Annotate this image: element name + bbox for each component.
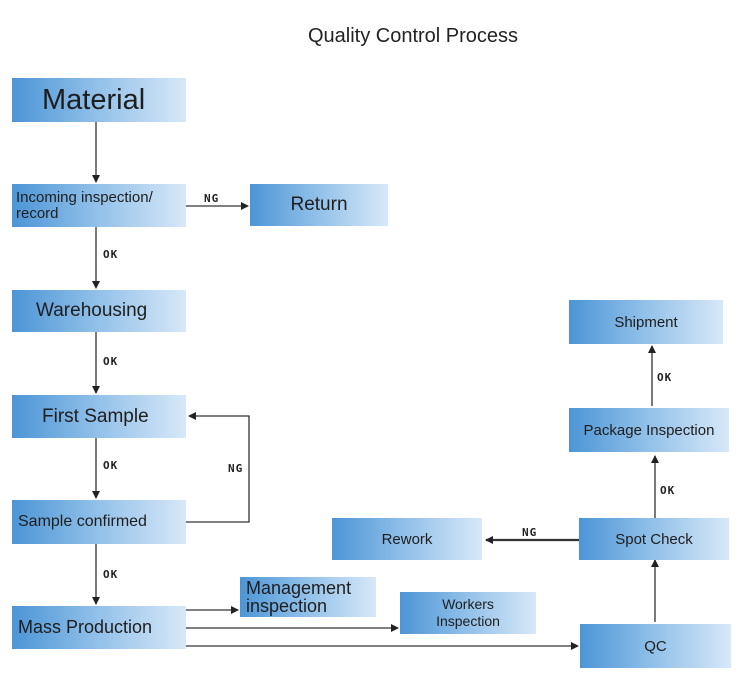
node-spot-check-label: Spot Check xyxy=(615,530,693,548)
node-management-inspection-label: Management inspection xyxy=(246,578,352,616)
node-incoming-inspection: Incoming inspection/ record xyxy=(12,184,186,227)
node-warehousing: Warehousing xyxy=(12,290,186,332)
node-qc-label: QC xyxy=(644,637,667,655)
node-shipment-label: Shipment xyxy=(614,313,678,331)
edge-label-package-to-shipment: OK xyxy=(657,371,673,384)
diagram-title: Quality Control Process xyxy=(307,25,519,47)
node-incoming-inspection-label: Incoming inspection/ record xyxy=(16,188,153,222)
node-return-label: Return xyxy=(290,194,348,215)
node-package-inspection: Package Inspection xyxy=(569,408,729,452)
node-workers-inspection: Workers Inspection xyxy=(400,592,536,634)
edge-label-spot-check-to-rework: NG xyxy=(522,526,538,539)
edge-label-first-sample-to-confirmed: OK xyxy=(103,459,119,472)
node-first-sample: First Sample xyxy=(12,395,186,438)
edge-label-incoming-to-return: NG xyxy=(204,192,220,205)
edge-label-spot-check-to-package: OK xyxy=(660,484,676,497)
node-spot-check: Spot Check xyxy=(579,518,729,560)
node-workers-inspection-label: Workers Inspection xyxy=(436,596,500,629)
node-mass-production-label: Mass Production xyxy=(18,617,153,637)
node-mass-production: Mass Production xyxy=(12,606,186,649)
node-sample-confirmed-label: Sample confirmed xyxy=(18,513,147,530)
node-sample-confirmed: Sample confirmed xyxy=(12,500,186,544)
node-shipment: Shipment xyxy=(569,300,723,344)
edge-label-incoming-to-warehousing: OK xyxy=(103,248,119,261)
node-material-label: Material xyxy=(42,83,146,116)
node-material: Material xyxy=(12,78,186,122)
edge-label-warehousing-to-first-sample: OK xyxy=(103,355,119,368)
node-first-sample-label: First Sample xyxy=(42,405,149,427)
edge-label-confirmed-to-mass: OK xyxy=(103,568,119,581)
arrow-confirmed-back-to-first-sample xyxy=(186,412,250,523)
node-rework: Rework xyxy=(332,518,482,560)
node-package-inspection-label: Package Inspection xyxy=(583,421,715,439)
node-management-inspection: Management inspection xyxy=(240,577,376,617)
edge-label-confirmed-back: NG xyxy=(228,462,244,475)
node-return: Return xyxy=(250,184,388,226)
node-warehousing-label: Warehousing xyxy=(36,300,148,321)
node-qc: QC xyxy=(580,624,731,668)
node-rework-label: Rework xyxy=(381,530,433,548)
